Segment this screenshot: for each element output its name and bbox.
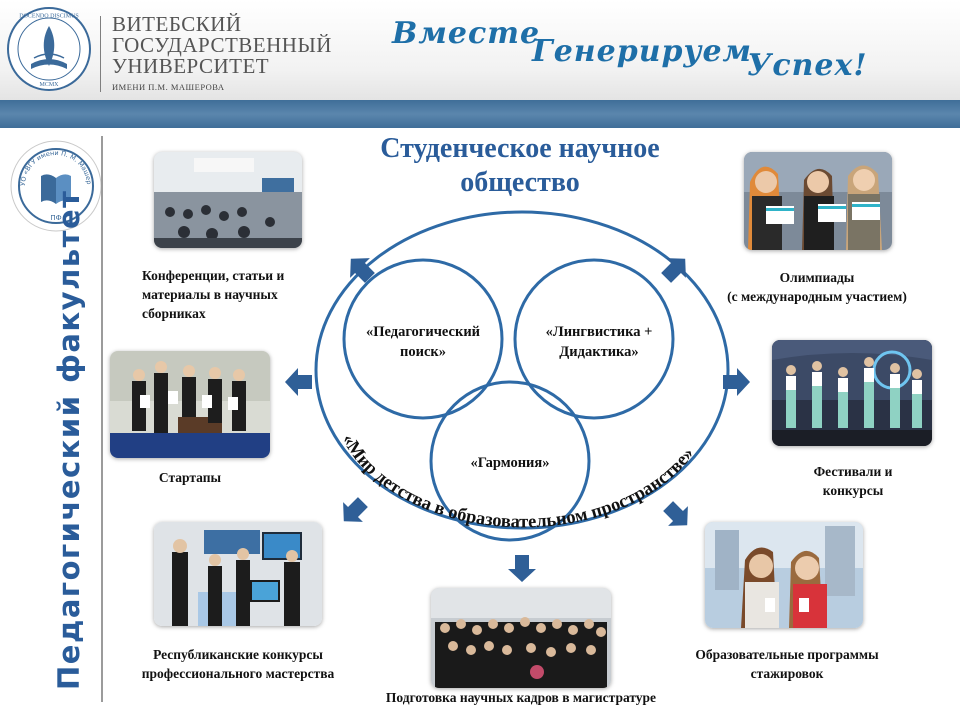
svg-text:MCMX: MCMX — [39, 82, 59, 88]
svg-text:ПФ: ПФ — [50, 214, 61, 222]
header-bar: DOCENDO DISCIMUS MCMX ВИТЕБСКИЙ ГОСУДАРС… — [0, 0, 960, 100]
slogan-word-2: Генерируем — [532, 34, 753, 69]
circle-label-linguistics: «Лингвистика + Дидактика» — [545, 324, 653, 360]
university-logo: DOCENDO DISCIMUS MCMX — [7, 7, 91, 91]
conference-photo — [154, 152, 302, 248]
caption-festivals: Фестивали и конкурсы — [813, 464, 893, 498]
circle-label-harmony: «Гармония» — [470, 455, 550, 471]
internship-photo-image — [705, 522, 863, 628]
internship-photo — [705, 522, 863, 628]
header-band — [0, 100, 960, 128]
svg-text:DOCENDO DISCIMUS: DOCENDO DISCIMUS — [19, 14, 79, 20]
arrow-up-right — [661, 258, 686, 283]
sidebar-divider — [101, 136, 103, 702]
circle-label-pedagogical: «Педагогический поиск» — [365, 324, 481, 360]
main-title: Студенческое научное общество — [380, 133, 660, 198]
competitions-photo-image — [154, 522, 322, 626]
circle-linguistics — [513, 258, 675, 420]
caption-internships: Образовательные программы стажировок — [695, 647, 879, 681]
slogan-word-3: Успех! — [747, 48, 868, 83]
olympiad-photo-image — [744, 152, 892, 250]
university-name: ВИТЕБСКИЙ ГОСУДАРСТВЕННЫЙ УНИВЕРСИТЕТ — [112, 12, 332, 78]
caption-olympiads: Олимпиады (с международным участием) — [727, 270, 907, 304]
festival-photo — [772, 340, 932, 446]
competitions-photo — [154, 522, 322, 626]
faculty-logo: УО «ВГУ имени П. М. Машерова» ПФ — [6, 138, 102, 232]
circle-pedagogical — [342, 258, 504, 420]
festival-photo-image — [772, 340, 932, 446]
slogan: Вместе Генерируем Успех! — [392, 16, 882, 86]
caption-masters: Подготовка научных кадров в магистратуре — [385, 690, 657, 705]
graduation-photo — [431, 588, 611, 688]
header-divider — [100, 16, 101, 92]
caption-competitions: Республиканские конкурсы профессионально… — [141, 647, 335, 681]
olympiad-photo — [744, 152, 892, 250]
arc-caption: «Мир детства в образовательном пространс… — [338, 431, 699, 532]
university-subtitle: ИМЕНИ П.М. МАШЕРОВА — [112, 82, 225, 92]
arrow-down — [508, 555, 536, 582]
caption-conferences: Конференции, статьи и материалы в научны… — [142, 268, 285, 321]
arrow-left — [285, 368, 312, 396]
arrow-down-right — [663, 501, 688, 526]
caption-startups: Стартапы — [158, 470, 222, 485]
startups-photo-image — [110, 351, 270, 458]
startups-photo — [110, 351, 270, 458]
arrow-up-left — [350, 258, 375, 283]
outer-ellipse — [314, 210, 730, 530]
graduation-photo-image — [431, 588, 611, 688]
arrow-down-left — [343, 497, 368, 522]
circle-harmony — [429, 380, 591, 542]
arrow-right — [723, 368, 750, 396]
slogan-word-1: Вместе — [392, 16, 541, 51]
conference-photo-image — [154, 152, 302, 248]
